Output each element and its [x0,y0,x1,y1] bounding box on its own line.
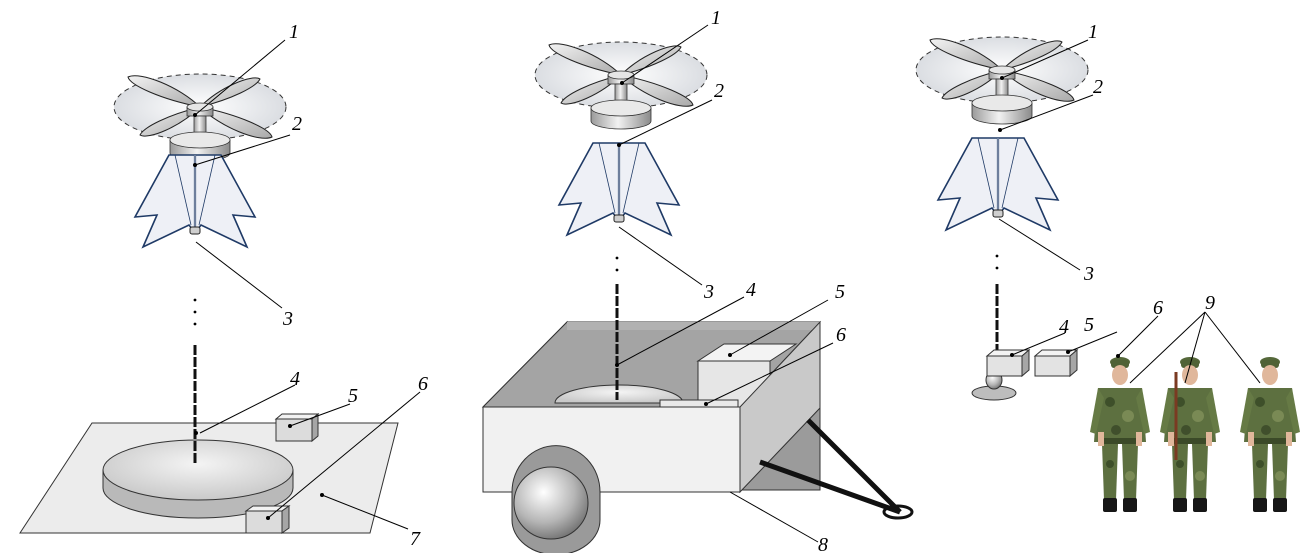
middle-label-2: 2 [714,80,724,102]
left-sail [133,153,257,249]
middle-label-8: 8 [818,534,828,553]
middle-label-3: 3 [703,281,714,303]
middle-tether-dots [615,256,619,272]
right-box-4 [985,348,1031,378]
left-label-4: 4 [290,368,300,390]
right-label-6: 6 [1153,297,1163,319]
trailer-side-wall [739,320,821,494]
soldier-3 [1240,357,1300,512]
left-label-7: 7 [410,528,421,550]
left-label-6: 6 [418,373,428,395]
left-box-5 [274,412,320,443]
right-rotor [915,36,1089,125]
right-label-2: 2 [1093,76,1103,98]
left-disc [102,439,294,501]
middle-assembly: 1 2 3 4 5 6 8 [481,7,914,553]
left-label-3: 3 [282,308,293,330]
middle-label-1: 1 [711,7,721,29]
trailer-wheel [513,466,589,540]
left-label-5: 5 [348,385,358,407]
right-sail [936,136,1060,232]
right-assembly: 1 2 3 4 5 6 9 [915,21,1300,512]
middle-label-4: 4 [746,279,756,301]
left-tether-dots [193,298,197,326]
trailer-towbar [759,418,902,515]
right-label-4: 4 [1059,316,1069,338]
middle-rotor [534,41,708,130]
soldier-1 [1090,357,1150,512]
right-label-1: 1 [1088,21,1098,43]
soldier-figures [1090,357,1300,512]
right-tether-dots [995,254,999,270]
right-label-9: 9 [1205,292,1215,314]
left-label-1: 1 [289,21,299,43]
left-rotor [113,73,287,162]
soldier-2 [1160,357,1220,512]
left-label-2: 2 [292,113,302,135]
middle-label-6: 6 [836,324,846,346]
right-label-3: 3 [1083,263,1094,285]
right-label-5: 5 [1084,314,1094,336]
right-box-5 [1033,348,1079,378]
left-assembly: 1 2 3 4 5 6 7 [19,21,428,550]
middle-label-5: 5 [835,281,845,303]
middle-sail [557,141,681,237]
